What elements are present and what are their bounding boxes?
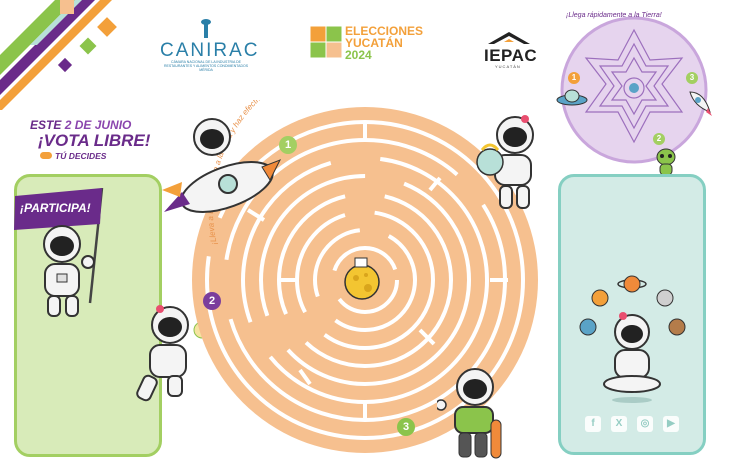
mini-step-1: 1 — [568, 72, 580, 84]
maze-step-3: 3 — [397, 418, 415, 436]
participa-flag — [14, 188, 104, 304]
maze-step-1: 1 — [279, 136, 297, 154]
canirac-logo — [160, 18, 255, 68]
decorative-stripes — [0, 0, 117, 110]
mini-maze[interactable] — [558, 8, 708, 166]
alien-icon — [656, 148, 676, 176]
canirac-emblem-icon — [201, 19, 211, 38]
rocket-icon — [689, 91, 712, 116]
social-icons: f X ◎ ▶ — [585, 416, 695, 434]
participa-flag-label: ¡PARTICIPA! — [20, 201, 91, 215]
planets-astronaut-icon — [579, 275, 686, 403]
iepac-subtitle: YUCATÁN — [495, 64, 521, 69]
instagram-icon[interactable]: ◎ — [637, 416, 653, 432]
youtube-icon[interactable]: ▶ — [663, 416, 679, 432]
mini-step-2: 2 — [653, 133, 665, 145]
canirac-subtitle: CÁMARA NACIONAL DE LA INDUSTRIA DE RESTA… — [163, 60, 249, 72]
toggle-icon — [40, 152, 52, 159]
x-icon[interactable]: X — [611, 416, 627, 432]
maze-step-2: 2 — [203, 292, 221, 310]
iepac-name: IEPAC — [484, 46, 538, 65]
main-maze[interactable]: ¡Lleva a tu astronauta a la Luna y haz e… — [190, 100, 540, 460]
canirac-name: CANIRAC — [160, 40, 260, 61]
svg-text:¡PARTICIPA!: ¡PARTICIPA! — [20, 201, 91, 215]
mini-maze-title: ¡Llega rápidamente a la Tierra! — [566, 12, 662, 19]
astronaut-skate-icon — [437, 368, 502, 459]
elecciones-title: ELECCIONES — [345, 24, 424, 38]
elecciones-state: YUCATÁN — [345, 36, 403, 50]
slogan-tu-decides: TÚ DECIDES — [55, 151, 107, 161]
astronaut-gift-icon — [476, 115, 534, 209]
mini-step-3: 3 — [686, 72, 698, 84]
astronaut-flag-icon — [43, 225, 95, 317]
iepac-roof-icon — [488, 32, 530, 44]
ufo-icon — [556, 89, 588, 106]
elecciones-cubes-icon — [309, 25, 343, 59]
facebook-icon[interactable]: f — [585, 416, 601, 432]
elecciones-year: 2024 — [345, 48, 372, 62]
slogan-vota-libre: ¡VOTA LIBRE! — [38, 131, 151, 150]
rocket-astronaut-icon — [162, 118, 282, 213]
slogan-date: ESTE 2 DE JUNIO — [30, 118, 132, 132]
